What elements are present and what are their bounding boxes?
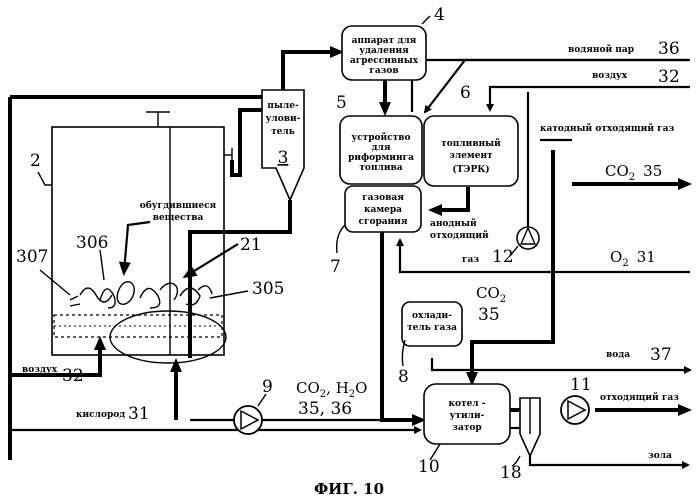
fuel-cell-l2: элемент	[449, 151, 493, 161]
combustion-l2: камера	[364, 205, 402, 215]
label-21: 21	[240, 235, 262, 255]
dust-collector-l3: тель	[271, 127, 295, 137]
air-left-num: 32	[62, 366, 84, 386]
gasifier-vessel	[38, 112, 238, 363]
reformer-l4: топлива	[359, 163, 402, 173]
co2-h2o-label: CO2, H2O	[296, 379, 367, 400]
boiler-l3: затор	[452, 423, 481, 433]
label-307: 307	[16, 247, 48, 267]
co2-h2o-nums: 35, 36	[298, 399, 352, 419]
fuel-cell: топливный элемент (ТЭРК) 6	[424, 83, 518, 186]
adhered-substances-l2: вещества	[153, 213, 204, 223]
anode-exhaust-l3: газ	[462, 255, 479, 265]
anode-exhaust-l1: анодный	[430, 218, 477, 229]
gas-cooler-l1: охлади-	[412, 311, 452, 321]
oxygen-left-label: кислород	[76, 410, 125, 420]
apparatus-l4: газов	[369, 66, 398, 76]
co2-out-label: CO235	[605, 162, 662, 183]
anode-exhaust-l2: отходящий	[430, 230, 489, 241]
pump-9: 9	[234, 377, 273, 434]
dust-collector-l1: пыле-	[267, 101, 299, 111]
fuel-cell-number: 6	[460, 83, 471, 103]
figure-caption: ФИГ. 10	[314, 480, 384, 498]
boiler: котел - утили- затор 10	[418, 384, 510, 477]
oxygen-left-num: 31	[128, 404, 150, 424]
pump-11: 11	[561, 375, 592, 424]
cathode-exhaust-label: катодный отходящий газ	[540, 123, 674, 134]
air-left-label: воздух	[22, 365, 58, 375]
fuel-cell-l1: топливный	[441, 138, 501, 149]
pump-11-number: 11	[570, 375, 592, 395]
ash-label: зола	[648, 451, 672, 461]
reformer-l2: для	[372, 143, 391, 153]
co2-mid-label: CO2	[476, 284, 506, 305]
aggressive-gas-apparatus: аппарат для удаления агрессивных газов 4	[342, 5, 445, 80]
apparatus-l2: удаления	[359, 46, 409, 56]
air-right-num: 32	[658, 67, 680, 87]
vessel-number: 2	[30, 151, 41, 171]
exhaust-gas-label: отходящий газ	[600, 392, 679, 403]
combustion-l3: сгорания	[358, 217, 407, 227]
boiler-number: 10	[418, 457, 440, 477]
water-vapor-num: 36	[658, 39, 680, 59]
dust-collector-number: 3	[278, 148, 289, 168]
apparatus-number: 4	[434, 5, 445, 25]
cyclone-number: 18	[500, 463, 522, 483]
reformer-number: 5	[336, 93, 347, 113]
gas-cooler-l2: тель газа	[407, 323, 457, 333]
adhered-substances-l1: обугдившиеся	[140, 200, 217, 211]
label-305: 305	[252, 279, 284, 299]
water-vapor-label: водяной пар	[568, 44, 634, 55]
co2-mid-num: 35	[478, 305, 500, 325]
combustion-l1: газовая	[362, 193, 404, 203]
pump-9-number: 9	[262, 377, 273, 397]
boiler-l2: утили-	[450, 411, 485, 421]
apparatus-l3: агрессивных	[350, 56, 419, 66]
apparatus-l1: аппарат для	[352, 36, 417, 46]
water-out-num: 37	[650, 345, 672, 365]
fuel-cell-l3: (ТЭРК)	[452, 164, 489, 175]
dust-collector: пыле- улови- тель 3	[262, 90, 304, 200]
dust-collector-l2: улови-	[266, 114, 301, 124]
combustion-number: 7	[330, 257, 341, 277]
combustion-chamber: газовая камера сгорания 7	[330, 186, 421, 277]
label-306: 306	[76, 233, 108, 253]
water-out-label: вода	[606, 350, 630, 360]
fuel-reformer: устройство для риформинга топлива 5	[336, 93, 422, 184]
gas-cooler-number: 8	[398, 367, 409, 387]
pump-12-number: 12	[492, 247, 514, 267]
gas-cooler: охлади- тель газа 8	[398, 302, 462, 387]
pump-12: 12	[492, 227, 539, 267]
o2-out-label: O231	[610, 248, 656, 269]
boiler-l1: котел -	[448, 399, 485, 409]
air-right-label: воздух	[592, 71, 628, 81]
reformer-l1: устройство	[351, 132, 410, 143]
reformer-l3: риформинга	[348, 153, 414, 163]
